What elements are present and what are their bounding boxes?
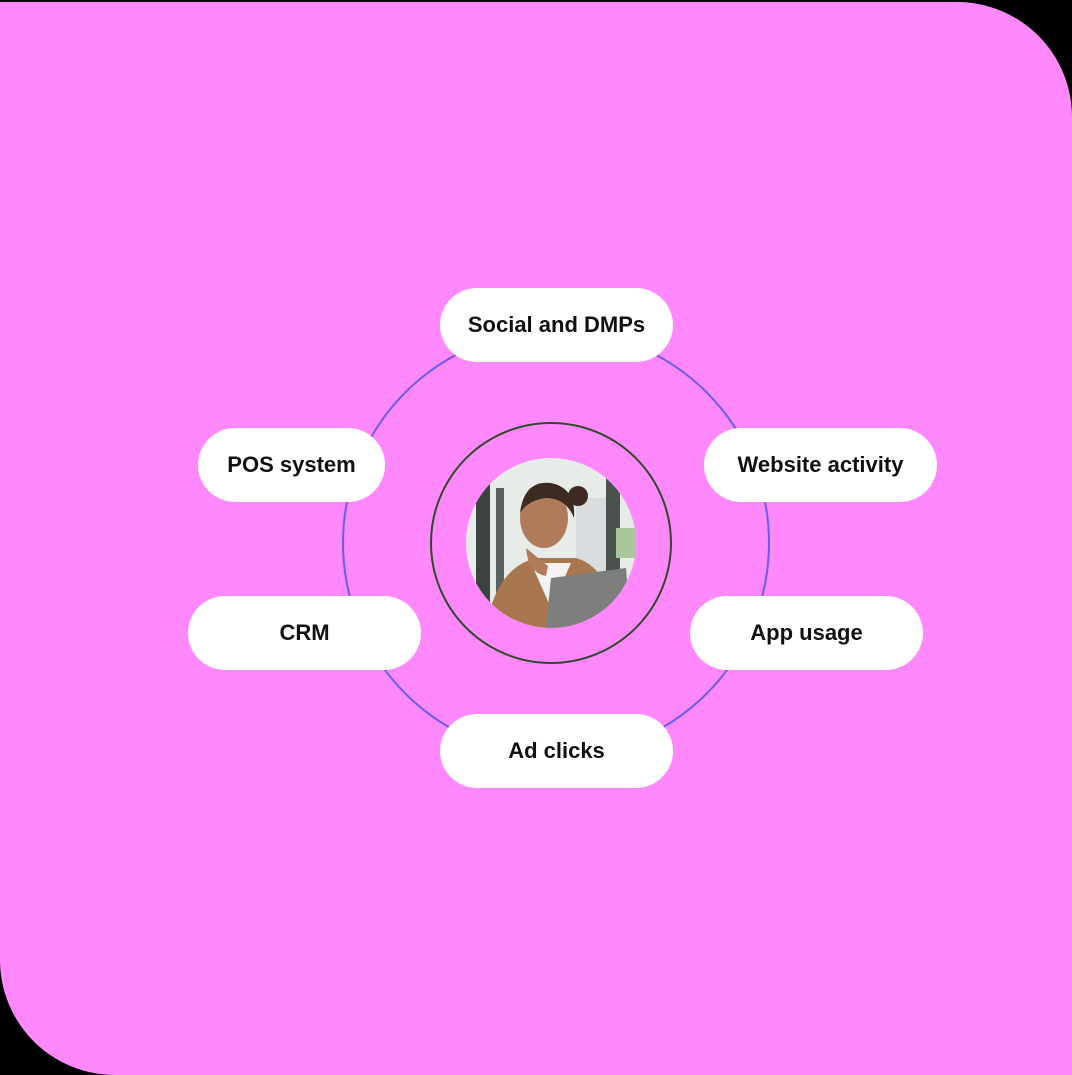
inner-ring	[430, 422, 672, 664]
node-website-activity: Website activity	[704, 428, 937, 502]
node-social-and-dmps: Social and DMPs	[440, 288, 673, 362]
person-photo	[466, 458, 636, 628]
node-crm: CRM	[188, 596, 421, 670]
node-app-usage: App usage	[690, 596, 923, 670]
node-pos-system: POS system	[198, 428, 385, 502]
node-ad-clicks: Ad clicks	[440, 714, 673, 788]
